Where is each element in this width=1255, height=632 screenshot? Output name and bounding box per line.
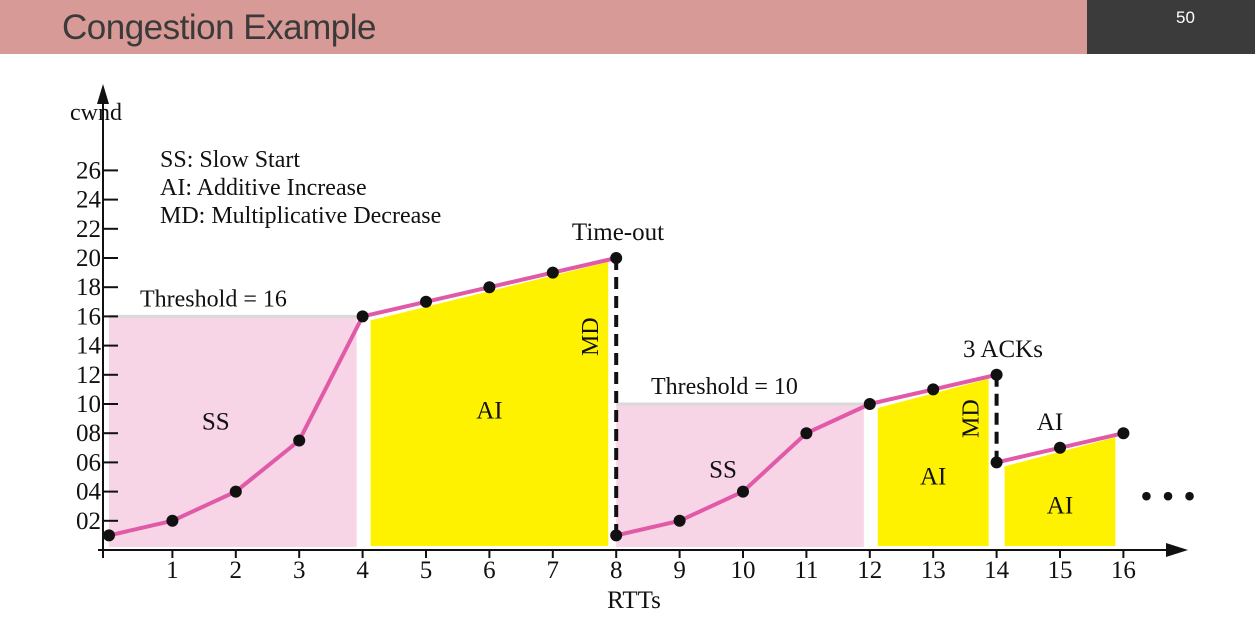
x-tick-label: 8 [610,557,623,584]
y-tick-label: 04 [76,479,102,506]
x-tick-label: 7 [547,557,560,584]
data-point [166,514,179,527]
x-tick-label: 10 [731,557,756,584]
data-point [927,383,940,396]
data-point [420,295,432,308]
data-point [610,529,623,542]
x-axis-arrow [1166,543,1188,557]
slide-title: Congestion Example [62,8,376,47]
data-point [673,514,686,527]
data-point [483,281,496,294]
y-tick-label: 12 [76,362,101,389]
x-tick-label: 1 [166,557,179,584]
legend-entry: MD: Multiplicative Decrease [160,203,441,229]
data-point [863,398,876,410]
ss-region [109,316,357,547]
data-point [990,368,1003,381]
data-point [1054,441,1066,454]
x-tick-label: 3 [293,557,306,584]
region-label: SS [202,409,230,436]
ai-region [877,378,989,546]
legend-entry: SS: Slow Start [160,147,300,173]
page-number: 50 [1176,8,1195,27]
y-tick-label: 02 [76,508,101,535]
x-tick-label: 2 [230,557,243,584]
y-tick-label: 18 [76,274,101,301]
data-point [103,529,115,542]
page-number-box [1087,0,1255,54]
x-tick-label: 4 [356,557,369,584]
region-label: AI [476,398,502,425]
data-point [800,427,813,440]
data-point [737,485,749,498]
data-point [1117,427,1130,440]
data-point [356,310,369,323]
data-point [990,456,1003,469]
legend-entry: AI: Additive Increase [160,175,367,201]
region-label: AI [1047,493,1073,520]
x-tick-label: 5 [420,557,433,584]
ai-region [370,262,609,546]
continuation-dots: • • • [1140,476,1196,516]
y-tick-label: 22 [76,216,101,243]
region-label: SS [709,457,737,484]
md-label: MD [578,317,604,356]
y-tick-label: 10 [76,391,101,418]
data-point [293,434,306,447]
y-tick-label: 16 [76,303,101,330]
y-tick-label: 24 [76,187,102,214]
x-tick-label: 11 [794,557,818,584]
x-tick-label: 9 [673,557,686,584]
event-label: Time-out [572,219,664,246]
ai-annotation: AI [1037,409,1063,436]
md-label: MD [959,399,985,438]
y-tick-label: 20 [76,245,101,272]
x-tick-label: 6 [483,557,496,584]
y-tick-label: 08 [76,420,101,447]
y-tick-label: 14 [76,333,102,360]
region-label: AI [920,463,946,490]
data-point [546,266,559,279]
y-axis-arrow [97,84,109,104]
x-tick-label: 15 [1048,557,1073,584]
event-label: 3 ACKs [963,336,1043,363]
x-tick-label: 16 [1111,557,1136,584]
threshold-label: Threshold = 10 [651,374,798,400]
threshold-label: Threshold = 16 [140,286,287,312]
x-tick-label: 12 [857,557,882,584]
x-tick-label: 13 [921,557,946,584]
y-tick-label: 26 [76,157,101,184]
x-tick-label: 14 [984,557,1010,584]
ai-region [1004,437,1116,546]
y-tick-label: 06 [76,449,101,476]
title-bar [0,0,1087,54]
x-axis-label: RTTs [607,587,661,614]
data-point [229,485,242,498]
y-axis-label: cwnd [70,100,122,126]
data-point [610,252,623,264]
